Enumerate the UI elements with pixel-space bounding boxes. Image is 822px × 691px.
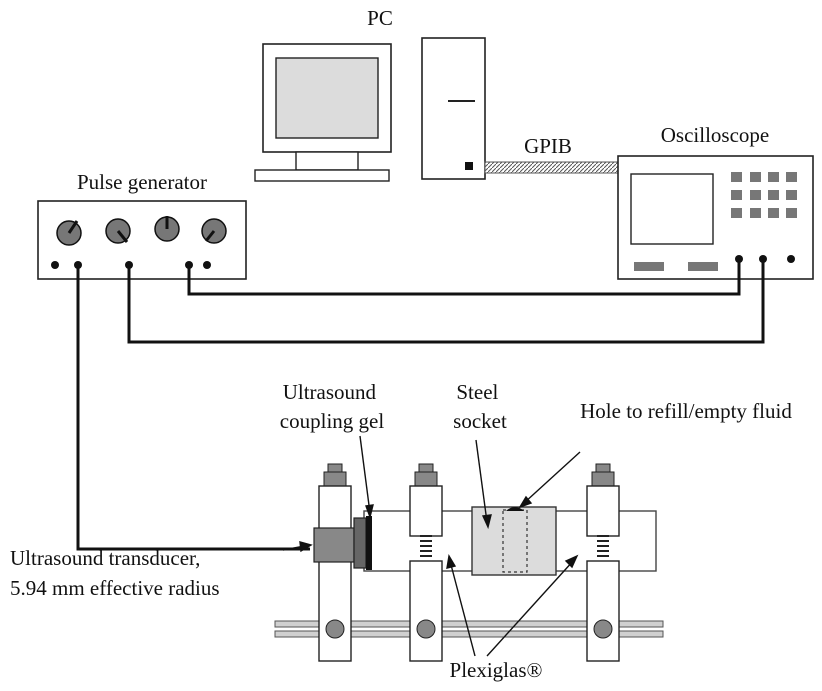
leader-lines	[282, 435, 581, 657]
cable-generator-to-oscilloscope-1	[187, 259, 741, 296]
pulse-generator-knob	[201, 218, 227, 244]
cable-generator-to-transducer	[76, 265, 310, 551]
pc-tower	[421, 37, 486, 180]
steel-socket-label-line1: Steel	[456, 380, 498, 404]
steel-socket-label-line2: socket	[453, 409, 507, 433]
coupling-gel-label-line1: Ultrasound	[283, 380, 377, 404]
pulse-generator-knob	[154, 216, 180, 242]
gpib-cable	[484, 161, 619, 174]
coupling-gel-label: Ultrasound coupling gel	[280, 380, 385, 433]
pc-monitor	[254, 43, 392, 182]
oscilloscope-buttons	[731, 172, 797, 218]
transducer-label-line1: Ultrasound transducer,	[10, 546, 200, 570]
oscilloscope-label: Oscilloscope	[661, 123, 769, 147]
pulse-generator-knob	[105, 218, 131, 244]
plexiglas-label: Plexiglas®	[450, 658, 543, 682]
steel-socket-label: Steel socket	[453, 380, 507, 433]
pulse-generator-knob	[56, 220, 82, 246]
transducer-label-line2: 5.94 mm effective radius	[10, 576, 220, 600]
coupling-gel-label-line2: coupling gel	[280, 409, 385, 433]
clamp-3	[586, 463, 620, 662]
cable-generator-to-oscilloscope-2	[127, 259, 765, 344]
hole-label: Hole to refill/empty fluid	[580, 399, 792, 423]
transducer-label: Ultrasound transducer, 5.94 mm effective…	[10, 546, 220, 600]
pulse-generator	[37, 200, 247, 280]
oscilloscope	[617, 155, 814, 280]
pulse-generator-label: Pulse generator	[77, 170, 207, 194]
gpib-label: GPIB	[524, 134, 572, 158]
ultrasound-transducer	[313, 516, 372, 570]
clamp-2	[409, 463, 443, 662]
pc-label: PC	[367, 6, 393, 30]
